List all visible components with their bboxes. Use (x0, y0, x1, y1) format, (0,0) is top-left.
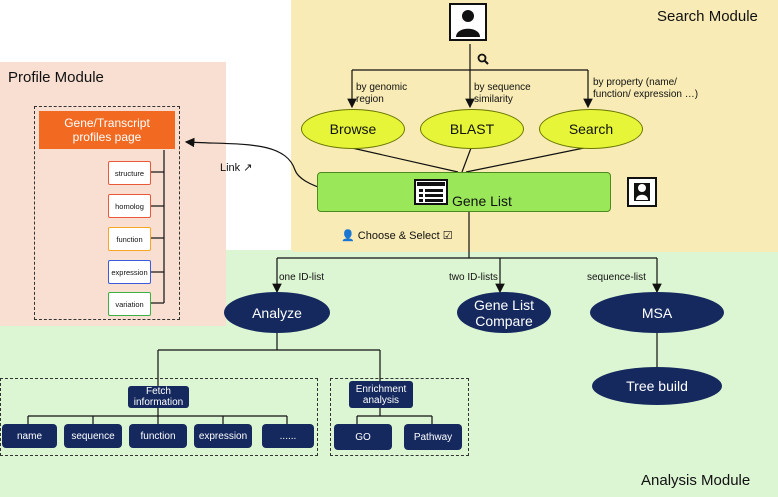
enrichment-dashed-box (330, 378, 469, 456)
analysis-module-title: Analysis Module (641, 472, 751, 489)
checkbox-icon: ☑ (442, 230, 453, 242)
fetch-item-expression[interactable]: expression (194, 424, 252, 448)
fetch-item-sequence[interactable]: sequence (64, 424, 122, 448)
tree-build-node[interactable]: Tree build (592, 367, 722, 405)
profile-title-l2: profiles page (72, 130, 142, 144)
profile-page-header[interactable]: Gene/Transcript profiles page (39, 111, 175, 149)
enrich-l2: analysis (362, 394, 400, 406)
user-mini-icon: 👤 (341, 230, 355, 242)
search-node[interactable]: Search (539, 109, 643, 149)
compare-l2: Compare (475, 312, 533, 329)
path-property-l1: by property (name/ (593, 77, 677, 88)
fetch-l1: Fetch (145, 386, 171, 397)
profile-module-title: Profile Module (8, 69, 104, 86)
profile-item-homolog[interactable]: homolog (108, 194, 151, 218)
fetch-information-box[interactable]: Fetch information (128, 386, 189, 408)
link-label[interactable]: Link ↗ (220, 161, 252, 174)
path-sequence-l2: similarity (474, 94, 513, 105)
path-sequence-l1: by sequence (474, 82, 531, 93)
list-icon (414, 179, 448, 205)
search-module-title: Search Module (657, 8, 758, 25)
branch-two-id-lists: two ID-lists (449, 272, 498, 283)
gene-list-label: Gene List (452, 193, 512, 209)
fetch-item-name[interactable]: name (2, 424, 57, 448)
gene-list-box[interactable]: Gene List (317, 172, 611, 212)
enrich-item-go[interactable]: GO (334, 424, 392, 450)
profile-item-structure[interactable]: structure (108, 161, 151, 185)
fetch-item-more[interactable]: ...... (262, 424, 314, 448)
external-link-icon: ↗ (243, 162, 253, 174)
profile-title-l1: Gene/Transcript (64, 116, 150, 130)
fetch-item-function[interactable]: function (129, 424, 187, 448)
path-genomic-l2: region (356, 94, 384, 105)
choose-select-label: 👤 Choose & Select ☑ (341, 229, 453, 242)
profile-item-function[interactable]: function (108, 227, 151, 251)
msa-node[interactable]: MSA (590, 292, 724, 333)
enrichment-analysis-box[interactable]: Enrichment analysis (349, 381, 413, 408)
compare-l1: Gene List (474, 296, 534, 313)
analyze-node[interactable]: Analyze (224, 292, 330, 333)
path-genomic-l1: by genomic (356, 82, 408, 93)
enrich-item-pathway[interactable]: Pathway (404, 424, 462, 450)
link-text: Link (220, 162, 241, 174)
fetch-l2: information (133, 397, 184, 408)
profile-item-variation[interactable]: variation (108, 292, 151, 316)
gene-list-compare-node[interactable]: Gene List Compare (457, 292, 551, 333)
branch-sequence-list: sequence-list (587, 272, 646, 283)
profile-item-expression[interactable]: expression (108, 260, 151, 284)
search-icon (477, 52, 489, 70)
branch-one-id-list: one ID-list (279, 272, 325, 283)
profile-dashed-box (34, 106, 180, 320)
browse-node[interactable]: Browse (301, 109, 405, 149)
blast-node[interactable]: BLAST (420, 109, 524, 149)
user-icon (449, 3, 487, 41)
choose-select-text: Choose & Select (357, 230, 440, 242)
enrich-l1: Enrichment (355, 383, 407, 395)
path-property-l2: function/ expression …) (593, 89, 699, 100)
user-icon-small (627, 177, 657, 207)
fetch-dashed-box (0, 378, 318, 456)
